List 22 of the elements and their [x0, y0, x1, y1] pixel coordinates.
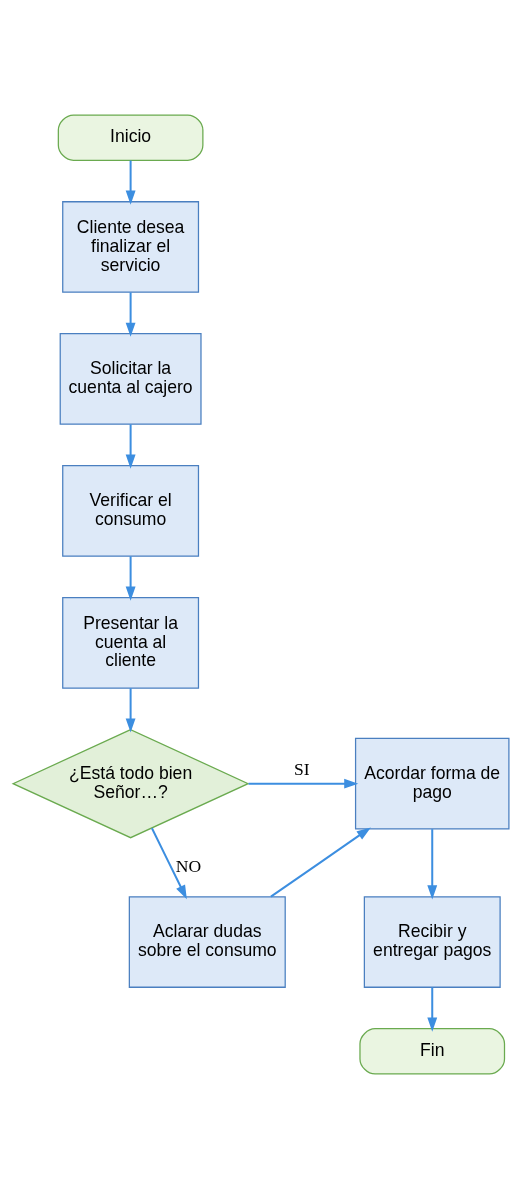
node-box: Acordar forma de pago	[354, 737, 510, 830]
node-diamond: ¿Está todo bien Señor…?	[11, 728, 250, 839]
node-box: Verificar el consumo	[62, 465, 200, 557]
arrow	[125, 556, 136, 601]
edge-label: SI	[294, 759, 310, 780]
arrow	[151, 827, 187, 900]
arrow	[125, 688, 136, 733]
node-box: Inicio	[57, 114, 204, 161]
node-box: Fin	[359, 1028, 506, 1075]
node-box: Aclarar dudas sobre el consumo	[128, 896, 286, 988]
arrow	[270, 827, 371, 898]
arrow	[248, 778, 359, 789]
arrow	[427, 987, 438, 1032]
node-box: Presentar la cuenta al cliente	[62, 597, 200, 689]
edge-label: NO	[175, 855, 202, 876]
node-box: Recibir y entregar pagos	[363, 896, 501, 988]
arrow	[125, 292, 136, 337]
arrow	[427, 829, 438, 900]
arrow	[125, 160, 136, 205]
arrow	[125, 424, 136, 469]
node-box: Cliente desea finalizar el servicio	[62, 201, 200, 293]
node-box: Solicitar la cuenta al cajero	[59, 333, 202, 425]
